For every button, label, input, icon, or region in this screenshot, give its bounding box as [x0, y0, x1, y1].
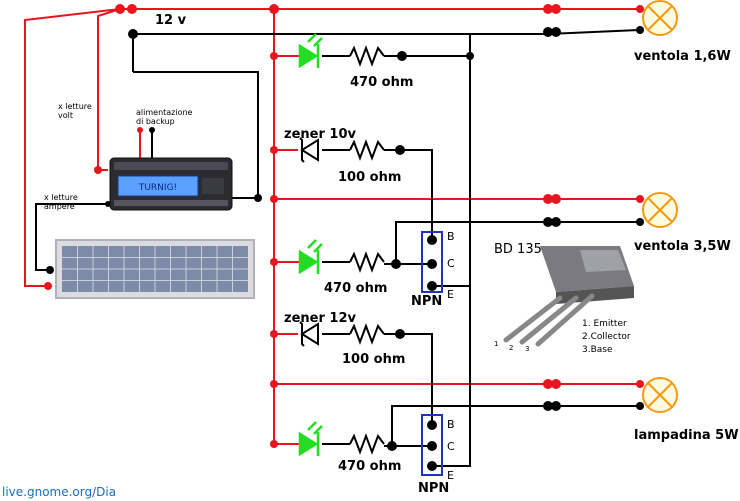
lamp-ventola-1: [642, 0, 678, 36]
resistor-zener1: [349, 139, 385, 161]
led-2: [298, 239, 323, 275]
load-2-label: ventola 3,5W: [634, 239, 731, 254]
npn-1-pin-e: E: [447, 288, 454, 301]
npn-1-pin-b: B: [447, 230, 455, 243]
zener-1-label: zener 10v: [284, 127, 356, 142]
zener-diode-2: [299, 321, 319, 347]
npn-1-pin-c: C: [447, 257, 455, 270]
npn-2-label: NPN: [418, 481, 449, 496]
load-3-label: lampadina 5W: [634, 428, 739, 443]
transistor-legend-3: 3.Base: [582, 345, 613, 355]
lamps: [642, 0, 678, 413]
dia-watermark: live.gnome.org/Dia: [2, 485, 116, 499]
resistor-led3-label: 470 ohm: [338, 459, 401, 474]
npn-1-label: NPN: [411, 294, 442, 309]
zener-diode-1: [299, 137, 319, 163]
resistor-led1: [349, 45, 385, 67]
transistor-legend-1: 1. Emitter: [582, 319, 627, 329]
backup-line-1: alimentazione: [136, 108, 193, 117]
resistor-led3: [349, 433, 385, 455]
controller-display: TURNIG!: [138, 183, 177, 193]
supply-voltage-label: 12 v: [155, 13, 187, 28]
ampere-line-2: ampere: [44, 202, 75, 211]
resistor-led1-label: 470 ohm: [350, 75, 413, 90]
leds: [298, 33, 323, 457]
volt-line-1: x letture: [58, 102, 92, 111]
ampere-line-1: x letture: [44, 193, 78, 202]
npn-box-1: [421, 231, 443, 293]
zener-2-label: zener 12v: [284, 311, 356, 326]
resistor-zener2: [349, 323, 385, 345]
npn-2-pin-b: B: [447, 418, 455, 431]
resistor-led2-label: 470 ohm: [324, 281, 387, 296]
zener-diodes: [299, 137, 319, 347]
transistor-pin-3: 3: [525, 345, 529, 353]
resistor-led2: [349, 251, 385, 273]
volt-line-2: volt: [58, 111, 73, 120]
led-3: [298, 421, 323, 457]
npn-box-2: [421, 414, 443, 476]
signal-nodes: [46, 26, 644, 471]
bd135-picture: [503, 246, 634, 347]
resistors: [349, 45, 385, 455]
lamp-ventola-2: [642, 192, 678, 228]
transistor-pin-1: 1: [494, 340, 498, 348]
load-1-label: ventola 1,6W: [634, 49, 731, 64]
led-1: [298, 33, 323, 69]
npn-2-pin-c: C: [447, 440, 455, 453]
npn-transistors: [421, 231, 443, 476]
npn-2-pin-e: E: [447, 469, 454, 482]
solar-panel: [55, 239, 255, 299]
positive-nodes: [44, 4, 644, 448]
lamp-lampadina: [642, 377, 678, 413]
resistor-zener1-label: 100 ohm: [338, 170, 401, 185]
transistor-name: BD 135: [494, 242, 542, 257]
charge-controller: TURNIG!: [109, 157, 233, 211]
transistor-legend-2: 2.Collector: [582, 332, 631, 342]
backup-line-2: di backup: [136, 117, 175, 126]
resistor-zener2-label: 100 ohm: [342, 352, 405, 367]
transistor-pin-2: 2: [509, 344, 513, 352]
